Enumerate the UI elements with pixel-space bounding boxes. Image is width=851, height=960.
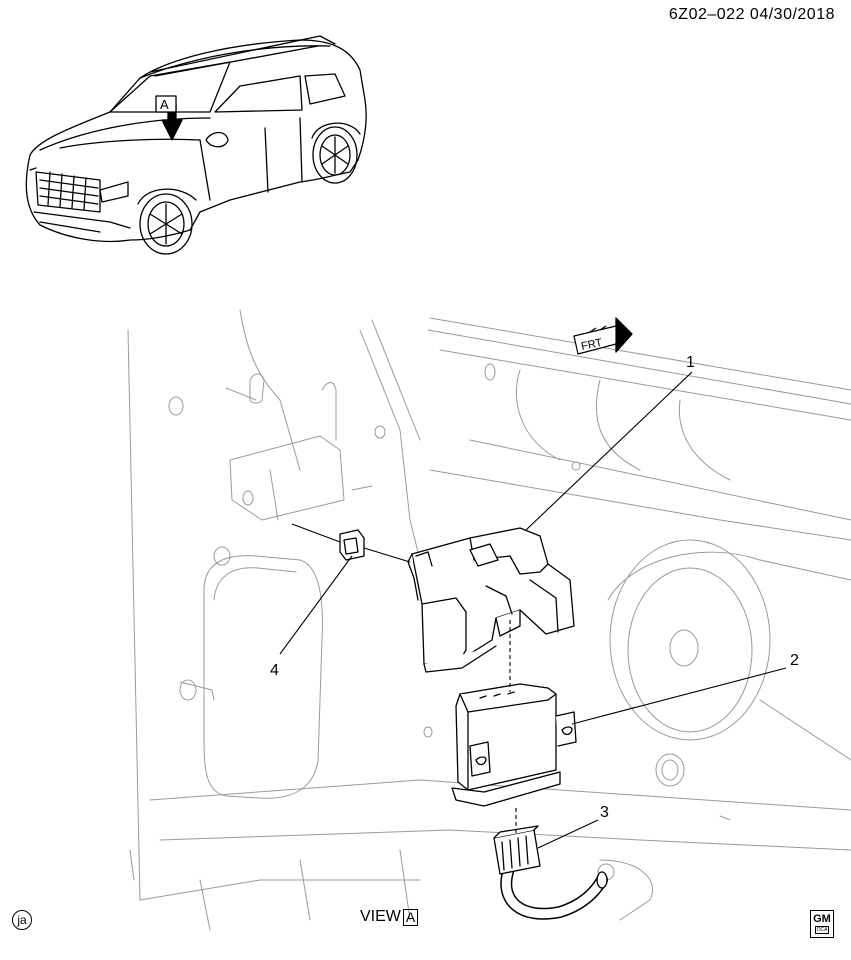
part-3-wiring-harness: [493, 825, 608, 920]
gm-logo-text: GM: [813, 913, 831, 925]
leader-lines: [279, 371, 787, 849]
front-direction-label: FRT: [580, 337, 603, 353]
body-panel-background: [127, 309, 851, 931]
front-direction-arrow: [573, 317, 633, 355]
diagram-number: 6Z02–022: [668, 6, 745, 23]
corner-badge: ja: [12, 910, 32, 930]
vehicle-view-marker: A: [160, 97, 169, 112]
callout-4: 4: [270, 662, 279, 679]
corner-badge-text: ja: [17, 913, 27, 927]
view-label-marker: A: [402, 908, 419, 926]
part-1-module-bracket: [407, 527, 575, 673]
gm-logo-subtext: OCA: [814, 926, 830, 934]
callout-1: 1: [686, 354, 695, 371]
view-label-prefix: VIEW: [360, 908, 401, 925]
vehicle-illustration: [25, 35, 367, 255]
part-2-module: [451, 683, 577, 807]
callout-3: 3: [600, 804, 609, 821]
gm-logo: GM OCA: [810, 910, 834, 938]
diagram-reference-header: 6Z02–022 04/30/2018: [669, 6, 835, 24]
diagram-date: 04/30/2018: [749, 6, 835, 23]
callout-2: 2: [790, 652, 799, 669]
part-4-clip: [339, 529, 365, 561]
view-label: VIEW A: [360, 908, 419, 926]
